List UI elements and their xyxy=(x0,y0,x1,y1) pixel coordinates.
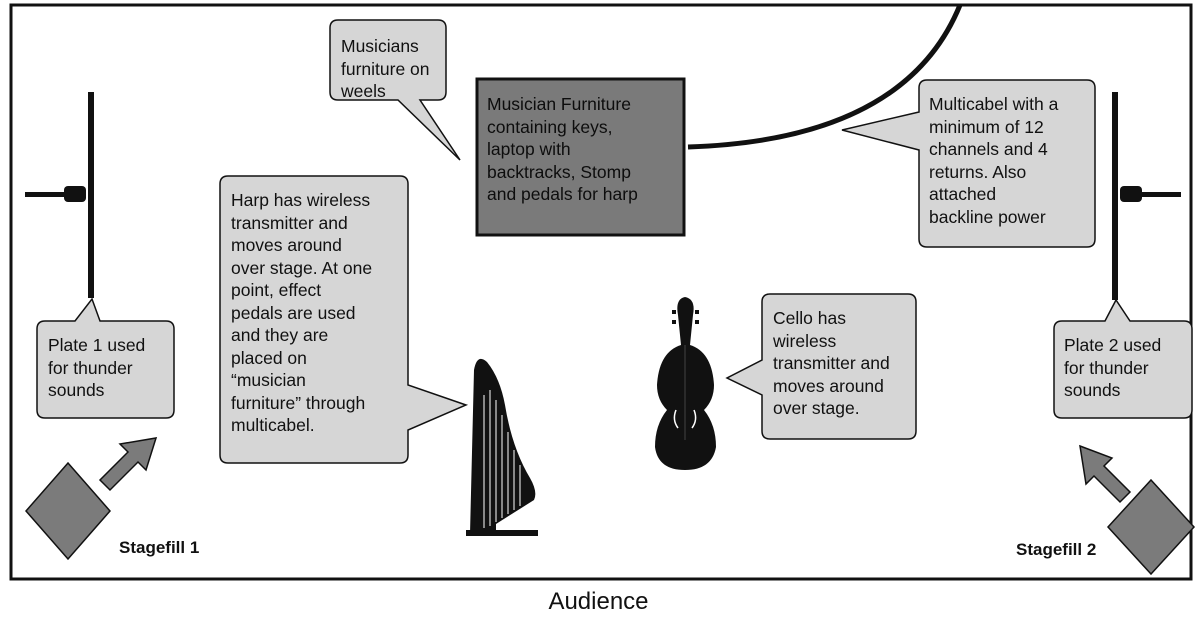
stagefill2-label: Stagefill 2 xyxy=(1016,540,1097,559)
callout-cello-text: Cello has wireless transmitter and moves… xyxy=(773,308,890,418)
plate2-stand-icon xyxy=(1112,92,1181,300)
stagefill1-arrow-icon xyxy=(98,437,158,492)
callout-furniture-wheels-text: Musicians furniture on weels xyxy=(341,36,430,101)
callout-plate2-text: Plate 2 used for thunder sounds xyxy=(1064,335,1162,400)
harp-icon xyxy=(466,358,538,536)
callout-harp-bubble xyxy=(219,175,469,464)
stagefill2-speaker-icon xyxy=(1106,478,1196,576)
audience-label: Audience xyxy=(548,588,649,615)
callout-multicable-bubble xyxy=(841,79,1096,248)
callout-harp-text: Harp has wireless transmitter and moves … xyxy=(231,190,373,435)
musician-furniture-box xyxy=(475,77,686,237)
plate1-stand-icon xyxy=(25,92,94,298)
callout-furniture-wheels-bubble xyxy=(329,19,461,161)
multicable-line xyxy=(687,4,963,150)
stagefill1-speaker-icon xyxy=(25,461,111,561)
musician-furniture-text: Musician Furniture containing keys, lapt… xyxy=(487,94,638,204)
callout-plate1-bubble xyxy=(36,297,175,419)
callout-plate1-text: Plate 1 used for thunder sounds xyxy=(48,335,146,400)
callout-cello-bubble xyxy=(725,293,917,440)
stagefill1-label: Stagefill 1 xyxy=(119,538,200,557)
cello-icon xyxy=(655,297,716,470)
callout-multicable-text: Multicabel with a minimum of 12 channels… xyxy=(929,94,1059,227)
callout-plate2-bubble xyxy=(1053,298,1193,419)
stagefill2-arrow-icon xyxy=(1079,444,1132,504)
